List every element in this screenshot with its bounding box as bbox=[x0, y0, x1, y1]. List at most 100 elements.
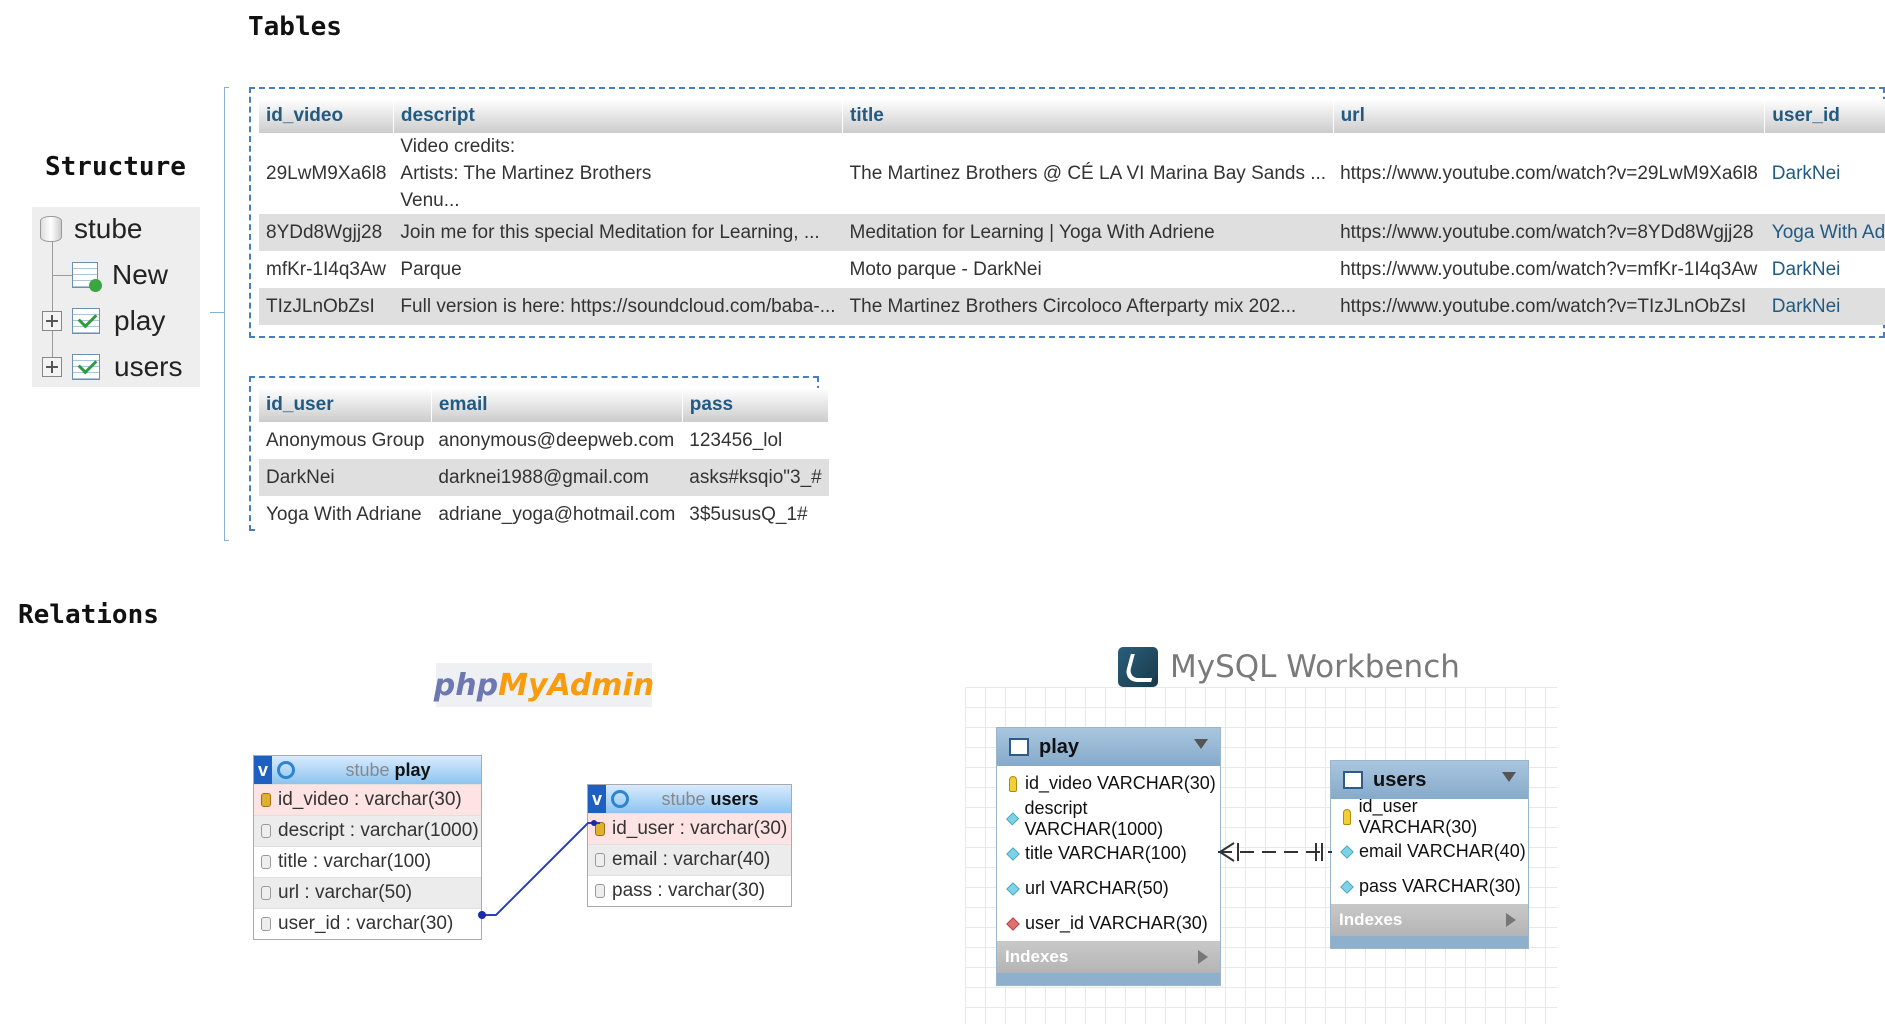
wb-indexes-section[interactable]: Indexes bbox=[997, 941, 1220, 973]
expand-play-icon[interactable] bbox=[42, 311, 62, 331]
table-cell: The Martinez Brothers Circoloco Afterpar… bbox=[842, 288, 1334, 325]
table-cell: 123456_lol bbox=[682, 422, 829, 459]
tables-bracket bbox=[224, 87, 229, 541]
pma-table-header[interactable]: v stube play bbox=[254, 756, 481, 784]
foreign-key-link[interactable]: DarkNei bbox=[1764, 133, 1885, 214]
key-icon bbox=[1343, 808, 1351, 825]
key-icon bbox=[1009, 775, 1017, 792]
pma-users-table-card[interactable]: v stube users id_user : varchar(30) emai… bbox=[587, 784, 792, 907]
wb-field-row[interactable]: title VARCHAR(100) bbox=[997, 836, 1220, 871]
table-cell: Moto parque - DarkNei bbox=[842, 251, 1334, 288]
pma-play-table-card[interactable]: v stube play id_video : varchar(30) desc… bbox=[253, 755, 482, 940]
table-cell: The Martinez Brothers @ CÉ LA VI Marina … bbox=[842, 133, 1334, 214]
tables-heading: Tables bbox=[248, 12, 342, 42]
pma-field-row[interactable]: title : varchar(100) bbox=[254, 846, 481, 877]
bracket-connector bbox=[210, 312, 224, 313]
column-header[interactable]: email bbox=[431, 388, 683, 422]
new-table-icon bbox=[72, 262, 102, 292]
pma-relation-line bbox=[478, 820, 600, 919]
tree-item-users[interactable]: users bbox=[72, 345, 182, 389]
table-cell: Meditation for Learning | Yoga With Adri… bbox=[842, 214, 1334, 251]
table-cell: 29LwM9Xa6l8 bbox=[259, 133, 394, 214]
table-cell: Video credits: Artists: The Martinez Bro… bbox=[393, 133, 843, 214]
table-row[interactable]: TIzJLnObZsI Full version is here: https:… bbox=[259, 288, 1885, 325]
wb-field-row[interactable]: url VARCHAR(50) bbox=[997, 871, 1220, 906]
expand-users-icon[interactable] bbox=[42, 357, 62, 377]
table-row[interactable]: 8YDd8Wgjj28 Join me for this special Med… bbox=[259, 214, 1885, 251]
foreign-key-link[interactable]: DarkNei bbox=[1764, 288, 1885, 325]
table-row[interactable]: 29LwM9Xa6l8 Video credits: Artists: The … bbox=[259, 133, 1885, 214]
structure-heading: Structure bbox=[45, 152, 186, 182]
wb-table-header[interactable]: users bbox=[1331, 761, 1528, 799]
table-cell: Yoga With Adriane bbox=[259, 496, 432, 533]
wb-field-row[interactable]: pass VARCHAR(30) bbox=[1331, 869, 1528, 904]
wb-field-row[interactable]: email VARCHAR(40) bbox=[1331, 834, 1528, 869]
tree-item-label: users bbox=[114, 351, 183, 382]
table-cell: mfKr-1I4q3Aw bbox=[259, 251, 394, 288]
wb-field-row[interactable]: id_video VARCHAR(30) bbox=[997, 766, 1220, 801]
pma-field-row[interactable]: url : varchar(50) bbox=[254, 877, 481, 908]
table-row[interactable]: Anonymous Group anonymous@deepweb.com 12… bbox=[259, 422, 829, 459]
column-header[interactable]: title bbox=[842, 99, 1334, 133]
field-icon bbox=[261, 886, 271, 900]
pma-field-row[interactable]: id_video : varchar(30) bbox=[254, 784, 481, 815]
wb-field-row[interactable]: user_id VARCHAR(30) bbox=[997, 906, 1220, 941]
dolphin-icon bbox=[1118, 647, 1159, 687]
gear-icon[interactable] bbox=[611, 790, 629, 808]
column-header[interactable]: descript bbox=[393, 99, 844, 133]
pma-field-row[interactable]: descript : varchar(1000) bbox=[254, 815, 481, 846]
table-cell: Parque bbox=[393, 251, 843, 288]
table-row[interactable]: DarkNei darknei1988@gmail.com asks#ksqio… bbox=[259, 459, 829, 496]
table-cell: https://www.youtube.com/watch?v=TIzJLnOb… bbox=[1333, 288, 1765, 325]
mysql-workbench-logo: MySQL Workbench bbox=[1118, 645, 1460, 689]
table-row[interactable]: Yoga With Adriane adriane_yoga@hotmail.c… bbox=[259, 496, 829, 533]
wb-play-table-card[interactable]: play id_video VARCHAR(30) descript VARCH… bbox=[996, 727, 1221, 986]
chevron-down-icon[interactable] bbox=[1194, 739, 1208, 749]
table-icon bbox=[1343, 771, 1363, 789]
tree-item-label: play bbox=[114, 305, 166, 336]
wb-field-row[interactable]: descript VARCHAR(1000) bbox=[997, 798, 1220, 839]
table-cell: https://www.youtube.com/watch?v=29LwM9Xa… bbox=[1333, 133, 1765, 214]
wb-table-header[interactable]: play bbox=[997, 728, 1220, 766]
toggle-icon[interactable]: v bbox=[254, 756, 272, 784]
pma-table-header[interactable]: v stube users bbox=[588, 785, 791, 813]
foreign-key-link[interactable]: Yoga With Adriane bbox=[1764, 214, 1885, 251]
table-cell: asks#ksqio"3_# bbox=[682, 459, 829, 496]
table-icon bbox=[72, 354, 100, 380]
wb-card-footer bbox=[1331, 936, 1528, 948]
gear-icon[interactable] bbox=[277, 761, 295, 779]
column-header[interactable]: user_id bbox=[1764, 99, 1885, 133]
tree-db-label: stube bbox=[74, 213, 143, 244]
tree-item-play[interactable]: play bbox=[72, 299, 165, 343]
column-header[interactable]: id_video bbox=[259, 99, 394, 133]
table-cell: Join me for this special Meditation for … bbox=[393, 214, 843, 251]
chevron-right-icon[interactable] bbox=[1198, 950, 1208, 964]
play-data-table: id_video descript title url user_id 29Lw… bbox=[249, 87, 1885, 338]
tree-item-stube[interactable]: stube bbox=[32, 207, 143, 251]
table-cell: https://www.youtube.com/watch?v=8YDd8Wgj… bbox=[1333, 214, 1765, 251]
column-diamond-icon bbox=[1340, 844, 1354, 859]
field-icon bbox=[595, 884, 605, 898]
wb-field-row[interactable]: id_user VARCHAR(30) bbox=[1331, 796, 1528, 837]
foreign-key-link[interactable]: DarkNei bbox=[1764, 251, 1885, 288]
wb-users-table-card[interactable]: users id_user VARCHAR(30) email VARCHAR(… bbox=[1330, 760, 1529, 949]
pma-field-row[interactable]: pass : varchar(30) bbox=[588, 875, 791, 906]
table-cell: 3$5ususQ_1# bbox=[682, 496, 829, 533]
column-diamond-icon bbox=[1340, 879, 1354, 894]
table-row[interactable]: mfKr-1I4q3Aw Parque Moto parque - DarkNe… bbox=[259, 251, 1885, 288]
column-header[interactable]: pass bbox=[682, 388, 830, 422]
pma-field-row[interactable]: user_id : varchar(30) bbox=[254, 908, 481, 939]
toggle-icon[interactable]: v bbox=[588, 785, 606, 813]
column-header[interactable]: id_user bbox=[259, 388, 432, 422]
chevron-down-icon[interactable] bbox=[1502, 772, 1516, 782]
table-icon bbox=[72, 308, 100, 334]
pma-field-row[interactable]: id_user : varchar(30) bbox=[588, 813, 791, 844]
pma-field-row[interactable]: email : varchar(40) bbox=[588, 844, 791, 875]
primary-key-icon bbox=[595, 822, 605, 836]
chevron-right-icon[interactable] bbox=[1506, 913, 1516, 927]
column-header[interactable]: url bbox=[1333, 99, 1766, 133]
wb-indexes-section[interactable]: Indexes bbox=[1331, 904, 1528, 936]
foreign-key-diamond-icon bbox=[1006, 916, 1020, 931]
tree-item-new[interactable]: New bbox=[72, 253, 168, 297]
